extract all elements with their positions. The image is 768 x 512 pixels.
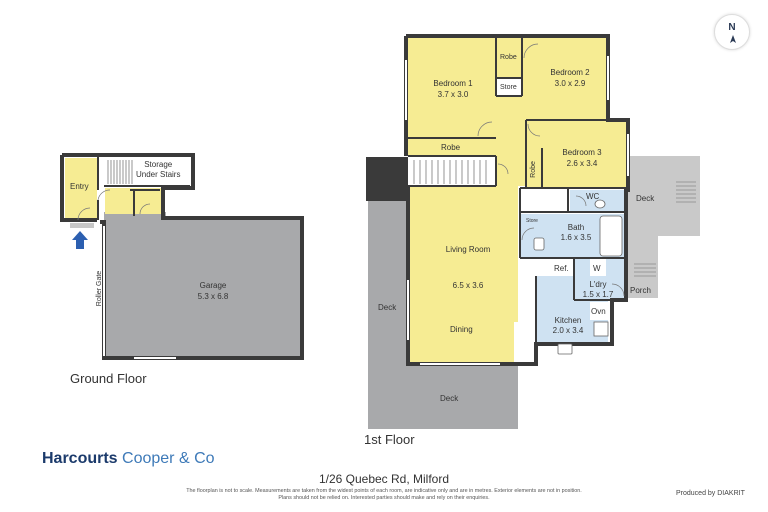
sink <box>533 237 545 251</box>
brand-office: Cooper & Co <box>122 450 215 467</box>
store-bath-label: Store <box>526 218 538 224</box>
deck-left-label: Deck <box>378 303 397 312</box>
robe-mid-area <box>408 138 496 156</box>
bedroom1-area <box>408 38 496 138</box>
kitchen-bench <box>514 322 536 362</box>
storage-area <box>105 158 189 186</box>
w-label: W <box>593 264 601 273</box>
garage-label: Garage 5.3 x 6.8 <box>178 280 248 302</box>
oven-area <box>590 302 608 320</box>
porch-label: Porch <box>630 286 651 295</box>
roller-gate-label: Roller Gate <box>96 270 104 307</box>
compass-label: N <box>728 22 736 33</box>
robe-side-area <box>526 148 542 188</box>
garage-area <box>104 218 302 358</box>
living-area <box>408 186 518 364</box>
first-floor-plan <box>366 34 700 429</box>
entry-area <box>65 158 97 220</box>
deck-right-label: Deck <box>636 194 655 203</box>
laundry-name: L'dry <box>589 280 607 289</box>
ground-doors <box>77 189 151 221</box>
bathtub <box>599 215 623 257</box>
deck-stairs <box>634 181 696 277</box>
hall-area <box>496 96 526 186</box>
cooktop <box>593 321 609 337</box>
living-size: 6.5 x 3.6 <box>452 281 484 290</box>
entry-label: Entry <box>70 182 89 191</box>
bedroom2-area <box>522 38 606 120</box>
laundry-size: 1.5 x 1.7 <box>582 290 614 299</box>
dark-block <box>366 157 408 201</box>
oven-label: Ovn <box>591 307 606 316</box>
store-top-area <box>496 78 522 96</box>
fixtures <box>533 199 623 355</box>
ground-floor-label: Ground Floor <box>70 371 147 386</box>
garage-name: Garage <box>199 281 227 290</box>
garage-upper-area <box>104 212 166 222</box>
brand-logo: Harcourts Cooper & Co <box>42 450 215 468</box>
bedroom3-name: Bedroom 3 <box>562 148 602 157</box>
disclaimer-text: The floorplan is not to scale. Measureme… <box>186 488 582 501</box>
first-floor-label: 1st Floor <box>364 432 415 447</box>
living-label: Living Room 6.5 x 3.6 <box>436 244 500 291</box>
north-compass-icon: N <box>714 14 750 50</box>
bedroom3-size: 2.6 x 3.4 <box>566 159 598 168</box>
bedroom1-size: 3.7 x 3.0 <box>437 90 469 99</box>
bedroom3-label: Bedroom 3 2.6 x 3.4 <box>552 147 612 169</box>
compass-needle-icon <box>730 35 736 43</box>
bedroom2-size: 3.0 x 2.9 <box>554 79 586 88</box>
entry-arrow-icon <box>72 231 88 249</box>
bedroom1-label: Bedroom 1 3.7 x 3.0 <box>426 78 480 100</box>
storage-label: Storage Under Stairs <box>136 160 181 179</box>
kitchen-size: 2.0 x 3.4 <box>552 326 584 335</box>
first-stairs <box>413 160 487 184</box>
bath-label: Bath 1.6 x 3.5 <box>556 223 596 243</box>
kitchen-sink <box>557 343 573 355</box>
deck-bottom-area <box>368 365 518 429</box>
property-address: 1/26 Quebec Rd, Milford <box>318 472 450 486</box>
robe-top-label: Robe <box>500 54 517 61</box>
bedroom2-name: Bedroom 2 <box>550 68 590 77</box>
store-top-label: Store <box>500 84 517 91</box>
dining-label: Dining <box>450 325 473 334</box>
bath-size: 1.6 x 3.5 <box>560 233 592 242</box>
bath-name: Bath <box>567 223 585 232</box>
ground-stairs <box>107 160 133 184</box>
robe-mid-label: Robe <box>441 143 461 152</box>
ground-inner-walls <box>97 156 190 220</box>
living-name: Living Room <box>445 245 491 254</box>
bedroom1-name: Bedroom 1 <box>433 79 473 88</box>
laundry-label: L'dry 1.5 x 1.7 <box>580 280 616 300</box>
bedroom2-label: Bedroom 2 3.0 x 2.9 <box>540 67 600 89</box>
kitchen-name: Kitchen <box>554 316 582 325</box>
kitchen-label: Kitchen 2.0 x 3.4 <box>546 316 590 336</box>
ground-floor-plan <box>60 153 304 360</box>
robe-top-area <box>496 38 522 78</box>
garage-size: 5.3 x 6.8 <box>197 292 229 301</box>
brand-company: Harcourts <box>42 450 118 467</box>
ref-area <box>552 258 574 276</box>
porch-area <box>628 236 658 298</box>
deck-right-area <box>628 156 700 236</box>
stairs-top-area <box>410 158 496 186</box>
w-area <box>590 258 606 276</box>
produced-by: Produced by DIAKRIT <box>676 490 745 497</box>
deck-bottom-label: Deck <box>440 394 459 403</box>
ref-label: Ref. <box>554 264 569 273</box>
first-windows <box>405 56 629 365</box>
first-doors <box>477 43 625 297</box>
wc-toilet <box>594 199 606 209</box>
first-inner-walls <box>408 38 628 344</box>
robe-side-label: Robe <box>529 161 537 178</box>
wc-label: WC <box>586 192 600 201</box>
entry-step <box>70 223 94 228</box>
